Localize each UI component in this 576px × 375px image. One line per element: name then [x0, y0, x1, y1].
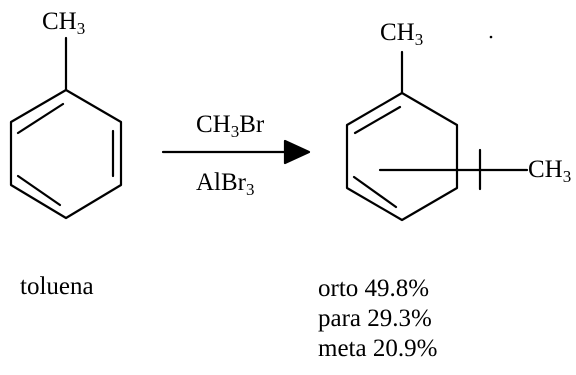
- isomer-yield-orto: orto 49.8%: [318, 274, 437, 304]
- isomer-percent: 29.3%: [367, 305, 432, 332]
- product-methyl-top-label: CH3: [380, 19, 423, 48]
- isomer-yield-list: orto 49.8% para 29.3% meta 20.9%: [318, 274, 437, 364]
- isomer-label: orto: [318, 275, 359, 302]
- isomer-percent: 20.9%: [372, 335, 438, 362]
- reaction-arrow-head: [283, 139, 311, 165]
- toluene-double-bond-inner-1: [16, 102, 65, 135]
- toluene-ring: [9, 36, 123, 220]
- product-methyl-top-subscript: 3: [414, 30, 424, 49]
- reaction-arrow: [161, 139, 311, 165]
- reagent-methyl-bromide: CH3Br: [196, 111, 265, 140]
- product-double-bond-inner-1: [353, 105, 402, 135]
- toluene-methyl-main: CH: [42, 8, 77, 35]
- product-methyl-side-subscript: 3: [562, 167, 572, 186]
- reagent-above-main: CH: [196, 111, 231, 138]
- toluene-ring-outline: [9, 88, 123, 220]
- isomer-yield-para: para 29.3%: [318, 304, 437, 334]
- product-ring-outline: [345, 91, 459, 222]
- toluene-methyl-subscript: 3: [76, 19, 86, 38]
- toluene-methyl-label: CH3: [42, 8, 85, 37]
- isomer-percent: 49.8%: [364, 275, 430, 302]
- product-double-bond-inner-2: [352, 175, 398, 209]
- reactant-name: toluena: [20, 273, 94, 300]
- product-methyl-side-label: CH3: [528, 156, 571, 185]
- isomer-yield-meta: meta 20.9%: [318, 334, 437, 364]
- reagent-below-main: AlBr: [196, 169, 246, 196]
- product-methyl-side-main: CH: [528, 156, 563, 183]
- catalyst-aluminium-bromide: AlBr3: [196, 169, 255, 198]
- product-ring: [345, 50, 529, 222]
- stray-dot: [489, 35, 493, 39]
- toluene-double-bond-inner-3: [16, 174, 62, 207]
- reagent-below-subscript: 3: [246, 180, 255, 199]
- isomer-label: para: [318, 305, 362, 332]
- reagent-above-tail: Br: [239, 111, 265, 138]
- product-methyl-top-main: CH: [380, 19, 415, 46]
- reagent-above-subscript: 3: [230, 122, 240, 141]
- isomer-label: meta: [318, 335, 367, 362]
